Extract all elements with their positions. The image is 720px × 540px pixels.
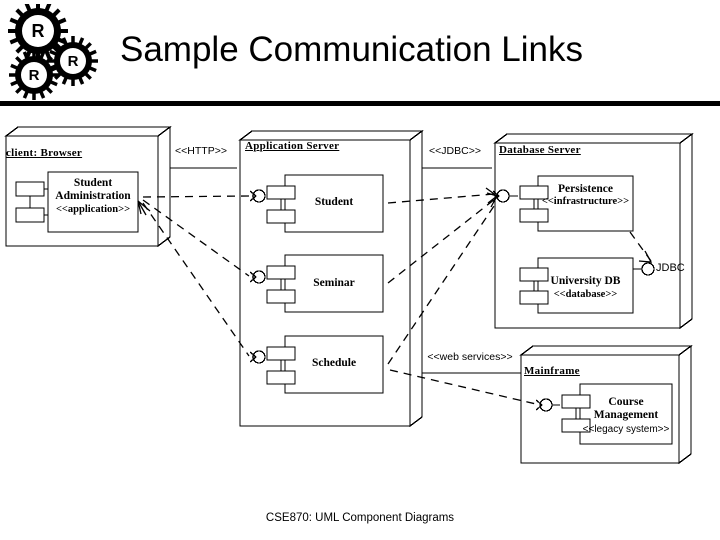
dep-persistence-jdbc-arrowhead bbox=[638, 250, 653, 263]
dep-seminar-persistence bbox=[387, 198, 496, 284]
interface-label-jdbc: JDBC bbox=[656, 262, 685, 274]
slide-footer: CSE870: UML Component Diagrams bbox=[265, 512, 455, 524]
component-label-schedule: Schedule bbox=[311, 357, 357, 369]
component-stereotype-student-administration: <<application>> bbox=[55, 204, 131, 215]
dep-studadmin-seminar bbox=[142, 199, 250, 277]
header-divider bbox=[0, 101, 720, 106]
dep-studadmin-schedule bbox=[142, 202, 250, 357]
component-persistence bbox=[519, 175, 634, 232]
component-label-course-management-line2: Management bbox=[593, 409, 659, 421]
node-label-mainframe: Mainframe bbox=[524, 365, 580, 377]
component-stereotype-university-db: <<database>> bbox=[553, 289, 618, 300]
gear-icon-2: R bbox=[48, 36, 98, 86]
required-interface-sockets bbox=[249, 189, 560, 412]
component-label-student: Student bbox=[314, 196, 354, 208]
component-course-management bbox=[561, 383, 673, 445]
socket-course-management bbox=[535, 398, 560, 412]
provided-interface-jdbc bbox=[633, 262, 655, 276]
gear-icon-3: R bbox=[9, 50, 59, 100]
component-seminar bbox=[266, 254, 384, 313]
component-label-course-management-line1: Course bbox=[608, 396, 644, 408]
component-stereotype-course-management: <<legacy system>> bbox=[582, 424, 670, 435]
dep-schedule-persistence bbox=[387, 202, 497, 365]
dep-schedule-coursemgmt bbox=[389, 369, 537, 405]
dep-fan-persistence bbox=[485, 187, 498, 208]
link-label-jdbc: <<JDBC>> bbox=[429, 145, 481, 157]
gear-letter: R bbox=[32, 21, 45, 41]
component-label-persistence: Persistence bbox=[558, 183, 613, 195]
socket-schedule bbox=[249, 350, 266, 364]
gears-logo: R bbox=[4, 1, 108, 104]
node-label-application-server: Application Server bbox=[245, 140, 340, 152]
dependency-lines bbox=[142, 193, 652, 405]
component-schedule bbox=[266, 335, 384, 394]
gear-letter: R bbox=[29, 67, 40, 84]
node-label-database-server: Database Server bbox=[499, 144, 581, 156]
component-label-seminar: Seminar bbox=[313, 277, 355, 289]
node-database-server bbox=[492, 132, 695, 330]
dep-studadmin-student bbox=[142, 195, 250, 198]
component-label-student-administration-line2: Administration bbox=[55, 190, 131, 202]
slide-title: Sample Communication Links bbox=[120, 30, 583, 69]
component-student bbox=[266, 174, 384, 233]
component-student-administration bbox=[15, 171, 139, 233]
link-label-web-services: <<web services>> bbox=[427, 351, 513, 363]
component-label-student-administration-line1: Student bbox=[73, 177, 113, 189]
gear-icon-1: R bbox=[8, 1, 68, 61]
communication-link-lines bbox=[164, 167, 521, 374]
component-university-db bbox=[519, 257, 634, 314]
dep-fan-studadmin bbox=[137, 200, 151, 216]
gear-letter: R bbox=[68, 53, 79, 70]
socket-seminar bbox=[249, 270, 266, 284]
node-label-client-browser: client: Browser bbox=[6, 147, 83, 159]
component-label-university-db: University DB bbox=[550, 275, 621, 287]
link-label-http: <<HTTP>> bbox=[175, 145, 227, 157]
socket-student bbox=[249, 189, 266, 203]
dep-student-persistence bbox=[387, 193, 495, 204]
component-stereotype-persistence: <<infrastructure>> bbox=[541, 196, 630, 207]
